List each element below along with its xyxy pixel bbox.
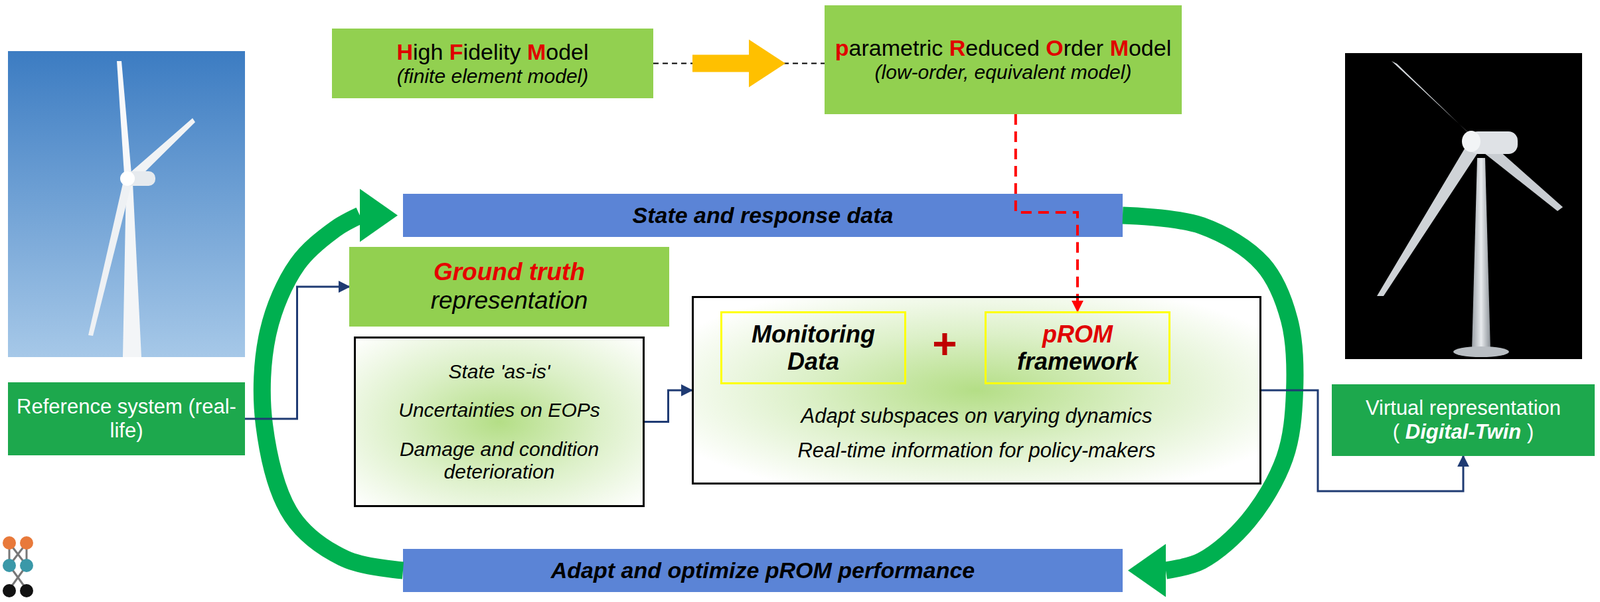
box-text: pROM framework <box>991 320 1164 376</box>
box-text: ( Digital-Twin ) <box>1392 420 1534 445</box>
connector-group <box>653 39 825 88</box>
block-arrow <box>692 39 786 88</box>
text-run: O <box>1045 35 1063 61</box>
text-run: R <box>949 35 966 61</box>
box-text: Monitoring Data <box>727 320 899 376</box>
box-text: High Fidelity Model <box>396 39 589 66</box>
box-text: Uncertainties on EOPs <box>398 399 600 423</box>
text-run: F <box>449 39 464 65</box>
model-box: High Fidelity Model(finite element model… <box>331 28 654 99</box>
turbine-photo <box>7 51 245 358</box>
box-fill <box>402 193 1123 238</box>
box-text: State 'as-is' <box>448 360 550 384</box>
text-run <box>1520 420 1527 444</box>
reference-box: Reference system (real-life) <box>7 382 245 456</box>
text-run: ) <box>1526 420 1534 444</box>
text-run <box>1103 35 1110 61</box>
box-text: representation <box>430 286 589 316</box>
cycle-arrow-head <box>359 189 398 243</box>
box-text: Virtual representation <box>1365 396 1561 421</box>
text-run: arametric <box>849 35 944 61</box>
text-run: M <box>527 39 546 65</box>
box-text: Real-time information for policy-makers <box>797 438 1156 463</box>
network-logo <box>2 536 34 598</box>
text-run: H <box>396 39 413 65</box>
plus-sign: + <box>923 322 966 366</box>
cycle-arrow <box>1122 215 1296 571</box>
box-text: parametric Reduced Order Model <box>835 35 1172 62</box>
text-run: p <box>835 35 850 61</box>
dashed-link-arrow <box>1015 114 1078 312</box>
box-fill <box>402 549 1123 593</box>
box-text: Ground truth <box>433 258 585 287</box>
connector-group <box>644 390 692 423</box>
text-run <box>1039 35 1046 61</box>
box-text: Damage and condition deterioration <box>363 438 635 484</box>
box-text: Adapt subspaces on varying dynamics <box>800 404 1152 429</box>
ground-truth-box: Ground truthrepresentation <box>349 246 670 327</box>
text-run: rder <box>1063 35 1104 61</box>
text-run: M <box>1110 35 1129 61</box>
connector-group <box>244 286 350 419</box>
text-run: Digital-Twin <box>1405 420 1522 444</box>
digital-twin-render <box>1345 53 1583 360</box>
data-band: State and response data <box>402 193 1123 238</box>
monitoring-box: Monitoring Data <box>720 311 907 385</box>
text-run: idelity <box>463 39 522 65</box>
cycle-arrow-head <box>1127 544 1166 598</box>
twin-box: Virtual representation( Digital-Twin ) <box>1331 384 1595 457</box>
connector-group <box>1015 114 1078 312</box>
box-text: (low-order, equivalent model) <box>875 61 1132 85</box>
text-run <box>942 35 949 61</box>
text-run: educed <box>965 35 1040 61</box>
text-run: odel <box>1128 35 1172 61</box>
state-list-box: State 'as-is' Uncertainties on EOPsDamage… <box>353 336 645 508</box>
text-run <box>521 39 528 65</box>
text-run: ( <box>1392 420 1400 444</box>
text-run: odel <box>545 39 589 65</box>
flow-arrow <box>244 286 350 419</box>
box-text: Reference system (real-life) <box>14 395 239 443</box>
text-run <box>1399 420 1406 444</box>
text-run: framework <box>1017 347 1138 376</box>
framework-box: Adapt subspaces on varying dynamicsReal-… <box>691 296 1262 485</box>
model-box: parametric Reduced Order Model(low-order… <box>824 5 1182 115</box>
text-run <box>442 39 449 65</box>
text-run: igh <box>412 39 443 65</box>
flow-arrow <box>644 390 692 423</box>
text-run: pROM <box>1042 320 1113 348</box>
prom-framework-box: pROM framework <box>984 311 1171 385</box>
box-text: Adapt and optimize pROM performance <box>551 557 976 584</box>
data-band: Adapt and optimize pROM performance <box>402 549 1123 593</box>
box-text: State and response data <box>632 202 893 229</box>
box-text: (finite element model) <box>397 65 589 89</box>
box-fill <box>691 296 1262 485</box>
